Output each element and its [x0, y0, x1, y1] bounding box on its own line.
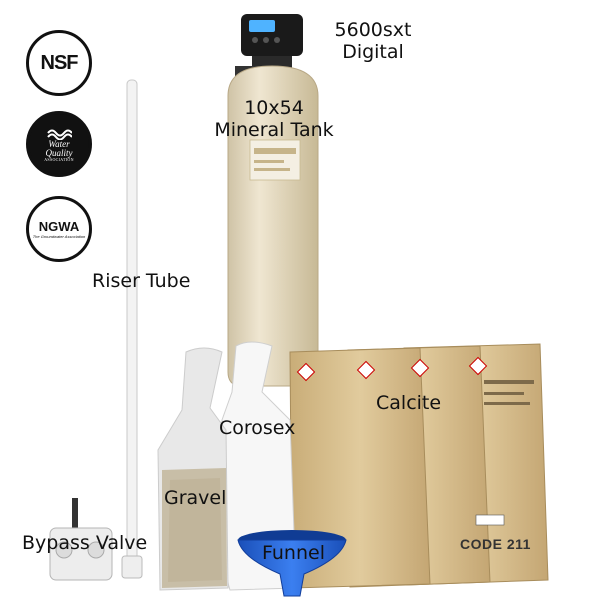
ngwa-logo-text: NGWA: [38, 219, 80, 234]
calcite-label: Calcite: [376, 392, 442, 414]
funnel: [237, 530, 347, 597]
mineral-tank: [227, 65, 319, 387]
ngwa-logo-subtext: The Groundwater Association: [32, 234, 86, 239]
bypass-valve: [49, 498, 113, 581]
valve-label: 5600sxt Digital: [318, 19, 428, 64]
riser-tube-label: Riser Tube: [92, 270, 191, 292]
corosex-label: Corosex: [219, 417, 296, 439]
wqa-line2: Quality: [45, 148, 73, 158]
water-quality-association-logo: Water Quality ASSOCIATION: [26, 111, 92, 177]
ngwa-logo: NGWA The Groundwater Association: [26, 196, 92, 262]
wqa-line3: ASSOCIATION: [44, 157, 74, 162]
wave-icon: [47, 129, 72, 140]
wqa-line1: Water: [48, 139, 70, 149]
gravel-label: Gravel: [164, 487, 227, 509]
valve-label-line2: Digital: [342, 40, 404, 63]
bypass-valve-label: Bypass Valve: [22, 532, 148, 554]
gravel-bag: [157, 347, 229, 591]
nsf-logo: NSF: [26, 30, 92, 96]
bag-code-text: CODE 211: [460, 536, 531, 552]
nsf-logo-text: NSF: [40, 51, 79, 74]
riser-tube: [121, 79, 143, 579]
tank-label-line2: Mineral Tank: [214, 118, 334, 141]
tank-label: 10x54 Mineral Tank: [204, 97, 344, 142]
valve-label-line1: 5600sxt: [334, 19, 412, 41]
funnel-label: Funnel: [262, 542, 325, 564]
tank-label-line1: 10x54: [244, 97, 304, 119]
calcite-bags: [289, 343, 549, 589]
